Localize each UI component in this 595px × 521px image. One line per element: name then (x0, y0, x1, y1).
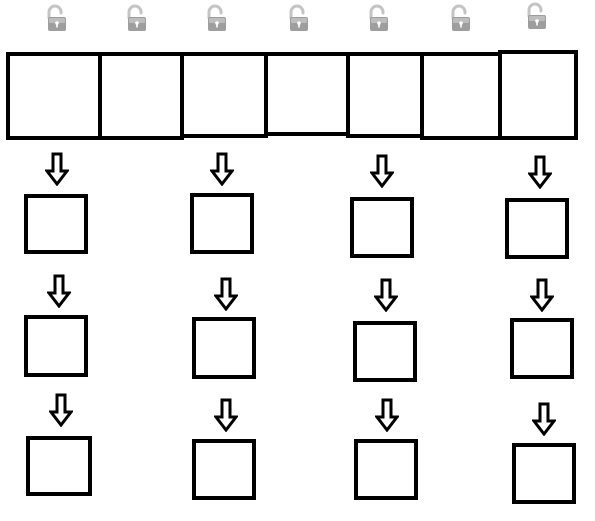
down-arrow-icon (47, 393, 75, 428)
unlocked-padlock-icon (366, 4, 390, 32)
small-box (510, 318, 574, 379)
small-box (512, 443, 576, 504)
down-arrow-icon (526, 155, 554, 190)
top-row-cell (98, 52, 184, 140)
top-row-cell (420, 52, 502, 140)
small-box (24, 315, 88, 377)
unlocked-padlock-icon (124, 4, 148, 32)
small-box (353, 321, 417, 382)
unlocked-padlock-icon (286, 4, 310, 32)
unlocked-padlock-icon (204, 4, 228, 32)
down-arrow-icon (372, 278, 400, 313)
down-arrow-icon (368, 154, 396, 189)
down-arrow-icon (528, 278, 556, 313)
small-box (505, 198, 569, 259)
small-box (24, 194, 88, 254)
down-arrow-icon (212, 398, 240, 433)
top-row-cell (180, 52, 268, 138)
down-arrow-icon (373, 398, 401, 433)
small-box (350, 197, 414, 258)
top-row-cell (498, 50, 578, 140)
top-row-cell (6, 52, 102, 140)
down-arrow-icon (212, 277, 240, 312)
unlocked-padlock-icon (448, 4, 472, 32)
small-box (26, 436, 92, 496)
unlocked-padlock-icon (44, 4, 68, 32)
top-row-cell (264, 52, 350, 136)
small-box (190, 193, 254, 254)
down-arrow-icon (208, 152, 236, 187)
top-row-cell (346, 52, 424, 138)
down-arrow-icon (45, 274, 73, 309)
down-arrow-icon (43, 152, 71, 187)
down-arrow-icon (530, 402, 558, 437)
small-box (354, 439, 418, 500)
unlocked-padlock-icon (524, 2, 548, 30)
small-box (192, 439, 256, 500)
small-box (192, 317, 256, 379)
